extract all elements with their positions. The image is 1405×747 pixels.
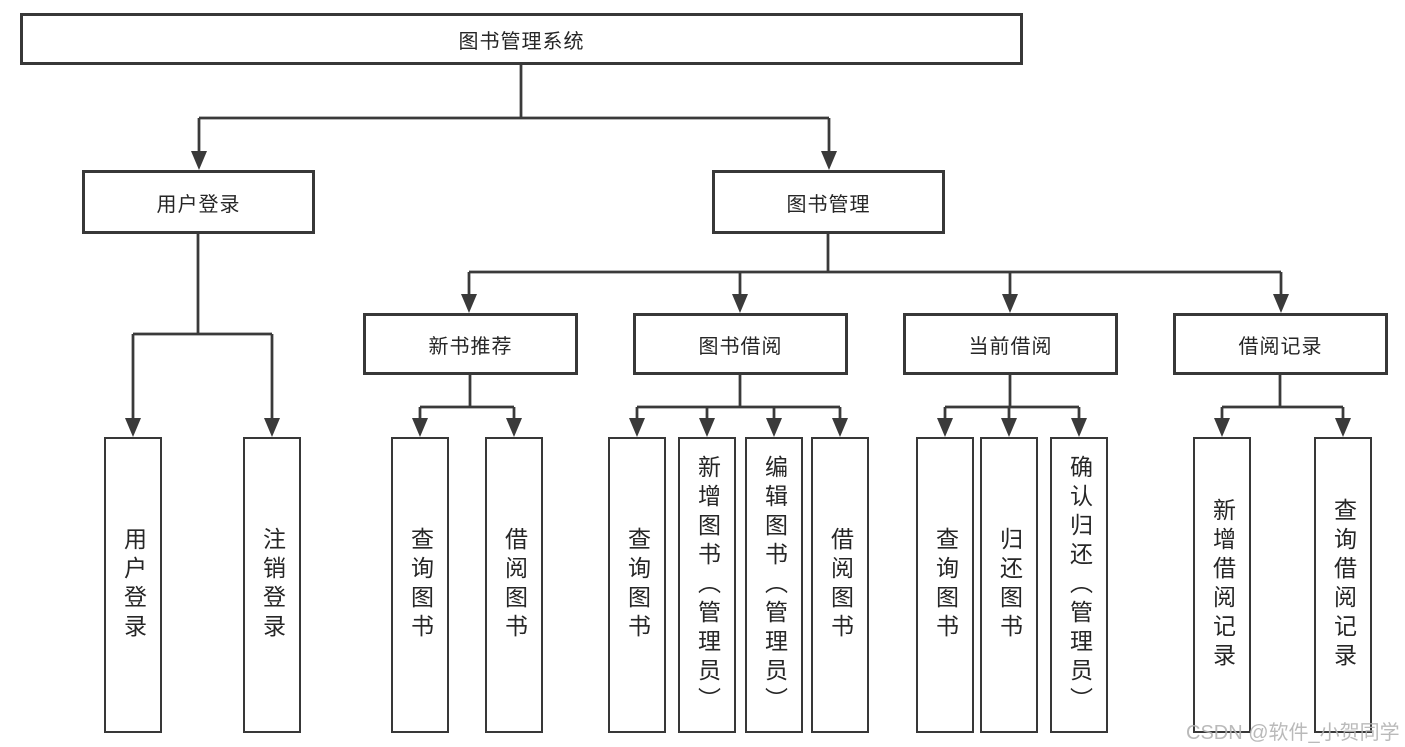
- leaf-add-borrow-record-label: 新增借阅记录: [1209, 498, 1236, 672]
- leaf-confirm-return-admin-label: 确认归还（管理员）: [1066, 454, 1093, 716]
- leaf-return-books: 归还图书: [980, 437, 1038, 733]
- leaf-borrow-books: 借阅图书: [811, 437, 869, 733]
- node-book-management: 图书管理: [712, 170, 945, 234]
- node-root: 图书管理系统: [20, 13, 1023, 65]
- node-user-login-label: 用户登录: [156, 193, 241, 216]
- node-borrowing-records: 借阅记录: [1173, 313, 1388, 375]
- node-book-borrowing: 图书借阅: [633, 313, 848, 375]
- leaf-add-books-admin-label: 新增图书（管理员）: [694, 454, 721, 716]
- leaf-query-books: 查询图书: [391, 437, 449, 733]
- leaf-edit-books-admin: 编辑图书（管理员）: [745, 437, 803, 733]
- leaf-query-books-label: 查询图书: [932, 527, 959, 643]
- leaf-edit-books-admin-label: 编辑图书（管理员）: [761, 454, 788, 716]
- leaf-query-books: 查询图书: [916, 437, 974, 733]
- leaf-add-books-admin: 新增图书（管理员）: [678, 437, 736, 733]
- leaf-logout-label: 注销登录: [259, 527, 286, 643]
- node-root-label: 图书管理系统: [458, 30, 585, 53]
- node-book-borrowing-label: 图书借阅: [698, 335, 783, 358]
- node-book-management-label: 图书管理: [786, 193, 871, 216]
- leaf-return-books-label: 归还图书: [996, 527, 1023, 643]
- node-new-book-recommend-label: 新书推荐: [428, 335, 513, 358]
- leaf-query-borrow-record: 查询借阅记录: [1314, 437, 1372, 733]
- node-new-book-recommend: 新书推荐: [363, 313, 578, 375]
- leaf-logout: 注销登录: [243, 437, 301, 733]
- node-current-borrowing-label: 当前借阅: [968, 335, 1053, 358]
- connector-lines: [131, 65, 1345, 421]
- leaf-borrow-books-label: 借阅图书: [501, 527, 528, 643]
- leaf-confirm-return-admin: 确认归还（管理员）: [1050, 437, 1108, 733]
- leaf-user-login-label: 用户登录: [120, 527, 147, 643]
- leaf-query-borrow-record-label: 查询借阅记录: [1330, 498, 1357, 672]
- leaf-query-books: 查询图书: [608, 437, 666, 733]
- leaf-query-books-label: 查询图书: [624, 527, 651, 643]
- csdn-watermark: CSDN @软件_小贺同学: [1186, 722, 1400, 744]
- leaf-add-borrow-record: 新增借阅记录: [1193, 437, 1251, 733]
- connector-arrowheads: [125, 151, 1351, 437]
- node-borrowing-records-label: 借阅记录: [1238, 335, 1323, 358]
- leaf-borrow-books: 借阅图书: [485, 437, 543, 733]
- node-current-borrowing: 当前借阅: [903, 313, 1118, 375]
- leaf-borrow-books-label: 借阅图书: [827, 527, 854, 643]
- leaf-user-login: 用户登录: [104, 437, 162, 733]
- node-user-login: 用户登录: [82, 170, 315, 234]
- leaf-query-books-label: 查询图书: [407, 527, 434, 643]
